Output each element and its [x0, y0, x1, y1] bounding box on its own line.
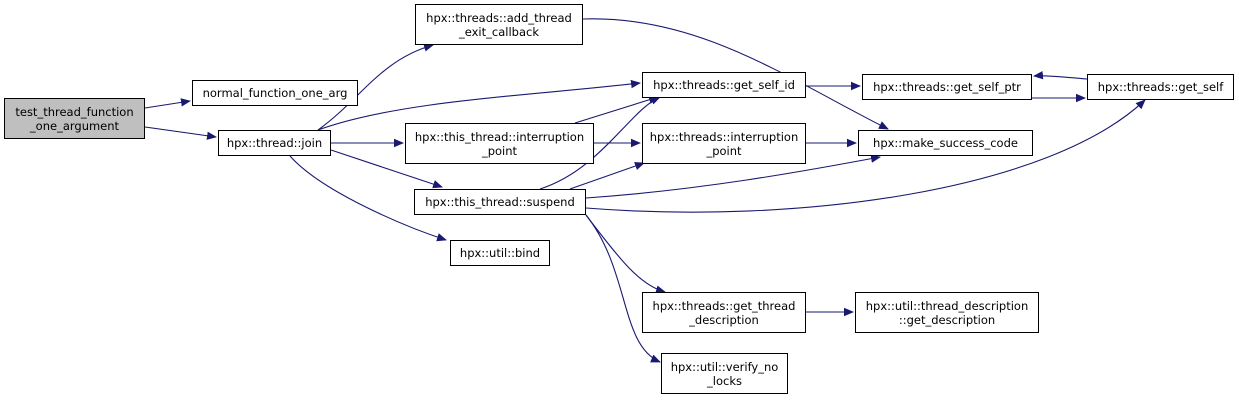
node-label-line: _one_argument	[29, 118, 120, 133]
node-label-line: hpx::threads::add_thread	[426, 10, 572, 25]
node-get-thread-description[interactable]: hpx::threads::get_thread_description	[642, 292, 806, 333]
node-label-line: _description	[689, 312, 759, 327]
edge-suspend-to-th-inter	[569, 162, 645, 190]
node-get-self-ptr[interactable]: hpx::threads::get_self_ptr	[862, 74, 1032, 100]
node-label-line: hpx::threads::get_self_id	[653, 78, 795, 92]
node-thread-description-get-description[interactable]: hpx::util::thread_description::get_descr…	[855, 292, 1039, 333]
node-normal-function-one-arg[interactable]: normal_function_one_arg	[192, 80, 358, 106]
node-verify-no-locks[interactable]: hpx::util::verify_no_locks	[661, 353, 788, 394]
node-label-line: hpx::util::verify_no	[670, 359, 779, 374]
node-get-self[interactable]: hpx::threads::get_self	[1087, 74, 1234, 100]
edge-suspend-to-verify-locks	[585, 214, 661, 363]
node-label-line: hpx::this_thread::suspend	[425, 195, 575, 209]
node-label-line: _locks	[707, 373, 742, 388]
node-label-line: hpx::threads::get_self	[1097, 80, 1224, 94]
node-label-line: hpx::util::thread_description	[865, 298, 1029, 313]
node-label-line: _point	[706, 143, 742, 158]
node-label-line: _point	[481, 143, 518, 158]
edge-root-to-join	[144, 126, 217, 140]
node-label-line: test_thread_function	[15, 104, 134, 119]
node-label-line: normal_function_one_arg	[202, 86, 348, 100]
edge-join-to-tt-suspend	[330, 149, 443, 189]
edge-suspend-to-get-self	[585, 99, 1146, 213]
edge-join-to-get-self-id	[317, 79, 641, 131]
node-label-line: hpx::this_thread::interruption	[414, 129, 585, 144]
edge-suspend-to-self-id	[539, 96, 661, 190]
node-this-thread-interruption-point[interactable]: hpx::this_thread::interruption_point	[405, 123, 594, 164]
node-util-bind[interactable]: hpx::util::bind	[450, 240, 550, 266]
edge-add-exit-cb-to-make-success	[582, 18, 889, 130]
node-this-thread-suspend[interactable]: hpx::this_thread::suspend	[414, 189, 586, 215]
node-label-line: _exit_callback	[459, 24, 539, 39]
edge-root-to-normal-fn	[144, 98, 191, 109]
edge-suspend-to-make-success	[585, 154, 881, 199]
node-get-self-id[interactable]: hpx::threads::get_self_id	[642, 72, 806, 98]
node-label-line: hpx::util::bind	[459, 246, 541, 260]
node-add-thread-exit-callback[interactable]: hpx::threads::add_thread_exit_callback	[415, 4, 583, 45]
node-make-success-code[interactable]: hpx::make_success_code	[858, 130, 1033, 156]
edge-join-to-add-exit-cb	[317, 43, 434, 131]
node-test-thread-function: test_thread_function_one_argument	[4, 98, 145, 139]
node-label-line: ::get_description	[898, 312, 996, 327]
node-label-line: hpx::threads::get_thread	[652, 298, 796, 313]
node-label-line: hpx::threads::get_self_ptr	[873, 80, 1021, 94]
edge-tt-interruption-to-self-id	[574, 95, 659, 124]
edge-suspend-to-thread-desc	[585, 214, 666, 294]
node-label-line: hpx::threads::interruption	[649, 129, 799, 144]
edge-join-to-util-bind	[289, 155, 447, 242]
node-label-line: hpx::thread::join	[226, 136, 323, 150]
node-thread-join[interactable]: hpx::thread::join	[218, 130, 331, 156]
node-label-line: hpx::make_success_code	[873, 136, 1018, 150]
edge-get-self-to-self-ptr	[1033, 71, 1088, 80]
node-threads-interruption-point[interactable]: hpx::threads::interruption_point	[642, 123, 806, 164]
